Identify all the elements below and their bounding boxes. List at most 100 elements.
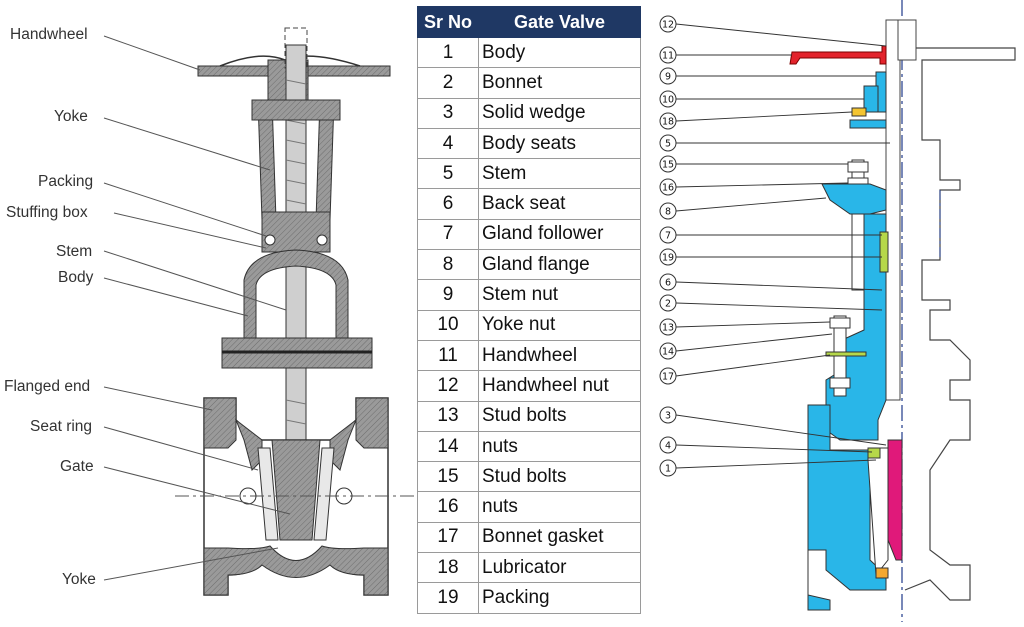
- label-yoke-top: Yoke: [54, 108, 88, 125]
- callout-17: 17: [662, 372, 674, 383]
- row-part-name: Handwheel: [478, 339, 641, 372]
- row-number: 2: [417, 67, 479, 99]
- stem-shape: [885, 19, 901, 401]
- callout-5: 5: [665, 139, 671, 150]
- callout-10: 10: [662, 95, 674, 106]
- row-part-name: Body seats: [478, 127, 641, 160]
- callout-16: 16: [662, 183, 674, 194]
- stuffing-box-shape: [261, 211, 331, 253]
- callout-3: 3: [665, 411, 671, 422]
- row-part-name: Stud bolts: [478, 400, 641, 432]
- row-number: 12: [417, 370, 479, 402]
- row-number: 7: [417, 218, 479, 251]
- colored-section-svg: 12 11 9 10 18 5 15 16 8 7 19 6 2 13 14 1…: [659, 0, 1016, 622]
- row-part-name: Packing: [478, 582, 641, 614]
- label-handwheel: Handwheel: [10, 26, 88, 43]
- row-number: 4: [417, 127, 479, 160]
- row-part-name: Body: [478, 36, 641, 69]
- callout-8: 8: [665, 207, 671, 218]
- row-number: 8: [417, 249, 479, 281]
- lubricator-shape: [851, 107, 867, 117]
- row-number: 3: [417, 97, 479, 129]
- gate-valve-section-svg: [103, 27, 415, 596]
- callout-18: 18: [662, 117, 674, 128]
- packing-shape: [879, 231, 889, 273]
- row-part-name: Back seat: [478, 188, 641, 220]
- row-number: 9: [417, 279, 479, 311]
- gland-flange-shape: [821, 183, 887, 215]
- row-part-name: Yoke nut: [478, 309, 641, 341]
- row-part-name: Stud bolts: [478, 461, 641, 493]
- row-number: 14: [417, 430, 479, 463]
- callout-15: 15: [662, 160, 674, 171]
- row-number: 5: [417, 158, 479, 190]
- gate-wedge-shape: [271, 439, 321, 541]
- header-sr-no: Sr No: [417, 6, 479, 38]
- row-part-name: Bonnet: [478, 67, 641, 99]
- colored-half-section-drawing: 12 11 9 10 18 5 15 16 8 7 19 6 2 13 14 1…: [650, 0, 1024, 622]
- callout-12: 12: [662, 20, 674, 31]
- label-yoke-bottom: Yoke: [62, 571, 96, 588]
- label-gate: Gate: [60, 458, 94, 475]
- callout-11: 11: [662, 51, 674, 62]
- row-number: 18: [417, 552, 479, 584]
- row-number: 11: [417, 339, 479, 372]
- label-seat-ring: Seat ring: [30, 418, 93, 435]
- wedge-shape: [887, 439, 903, 561]
- callout-19: 19: [662, 253, 674, 264]
- callout-2: 2: [665, 299, 671, 310]
- row-part-name: Stem: [478, 158, 641, 190]
- row-number: 19: [417, 582, 479, 614]
- callout-1: 1: [665, 464, 671, 475]
- callout-7: 7: [665, 231, 671, 242]
- row-part-name: Gland flange: [478, 249, 641, 281]
- row-part-name: Bonnet gasket: [478, 521, 641, 554]
- row-part-name: Stem nut: [478, 279, 641, 311]
- callout-13: 13: [662, 323, 674, 334]
- row-part-name: Gland follower: [478, 218, 641, 251]
- gate-valve-section-drawing: Handwheel Yoke Packing Stuffing box Stem…: [0, 0, 415, 622]
- row-part-name: Handwheel nut: [478, 370, 641, 402]
- label-stuffing-box: Stuffing box: [6, 204, 88, 221]
- table-header-row: Sr No Gate Valve: [417, 6, 641, 38]
- row-number: 15: [417, 461, 479, 493]
- callout-4: 4: [665, 441, 671, 452]
- row-number: 13: [417, 400, 479, 432]
- header-gate-valve: Gate Valve: [478, 6, 641, 38]
- callout-9: 9: [665, 72, 671, 83]
- row-number: 17: [417, 521, 479, 554]
- row-number: 10: [417, 309, 479, 341]
- row-number: 6: [417, 188, 479, 220]
- handwheel-shape: [789, 45, 887, 65]
- label-packing: Packing: [38, 173, 94, 190]
- label-stem: Stem: [56, 243, 93, 260]
- row-number: 1: [417, 36, 479, 69]
- row-number: 16: [417, 491, 479, 523]
- row-part-name: Solid wedge: [478, 97, 641, 129]
- right-outline: [904, 24, 1016, 601]
- label-body: Body: [58, 269, 94, 286]
- row-part-name: nuts: [478, 430, 641, 463]
- callout-6: 6: [665, 278, 671, 289]
- callout-14: 14: [662, 347, 674, 358]
